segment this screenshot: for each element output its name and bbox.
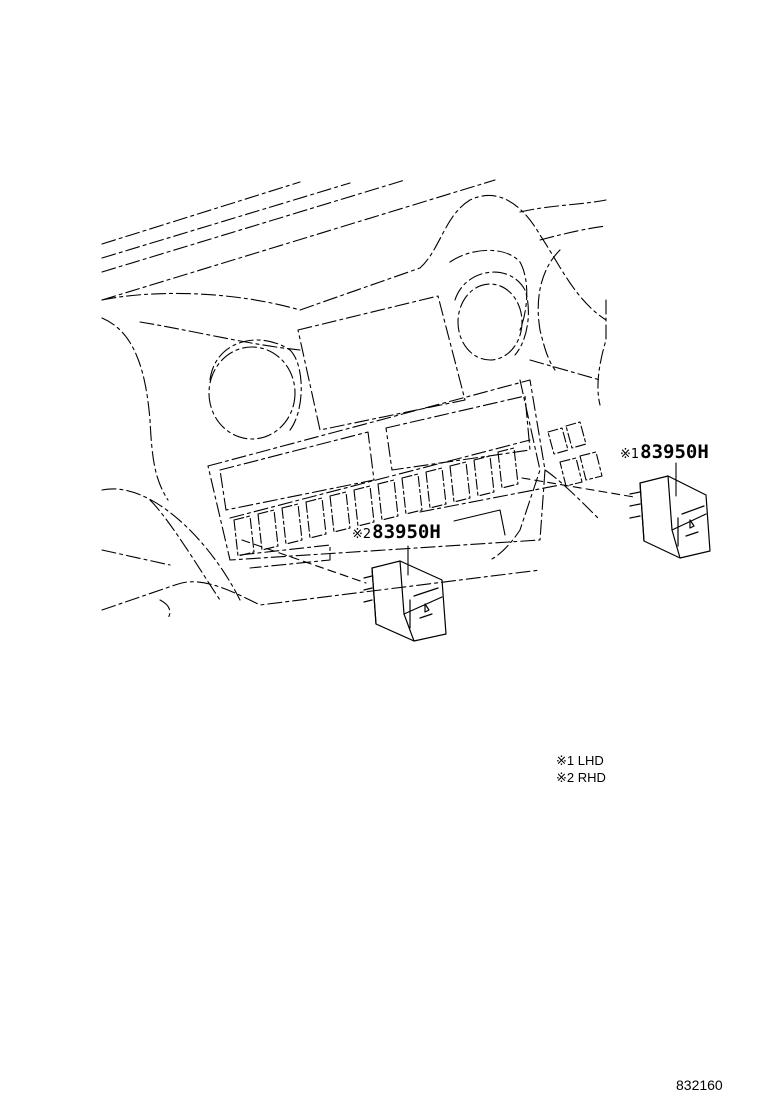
right-gauge (454, 271, 529, 361)
lower-console-lines (101, 379, 601, 619)
left-gauge (208, 339, 302, 440)
dashboard-top-contour (101, 195, 607, 501)
switch-slots (233, 421, 603, 557)
callout-rhd-switch: ※283950H (352, 521, 441, 543)
callout-lhd-switch: ※183950H (620, 441, 709, 463)
switch-part-rhd (363, 560, 447, 642)
leader-lines (241, 477, 635, 584)
legend: ※1 LHD ※2 RHD (556, 752, 606, 786)
legend-item-lhd: ※1 LHD (556, 753, 604, 768)
dashboard-right-edge (449, 249, 607, 406)
center-display (297, 295, 466, 431)
part-number[interactable]: 83950H (372, 521, 441, 543)
callout-mark: ※1 (620, 447, 640, 462)
part-number[interactable]: 83950H (640, 441, 709, 463)
lower-switch-panel (207, 379, 546, 569)
switch-part-lhd (629, 475, 711, 559)
windshield-lines (101, 179, 496, 301)
callout-mark: ※2 (352, 527, 372, 542)
legend-item-rhd: ※2 RHD (556, 770, 606, 785)
figure-number: 832160 (676, 1077, 723, 1093)
callout-bracket (453, 509, 506, 536)
